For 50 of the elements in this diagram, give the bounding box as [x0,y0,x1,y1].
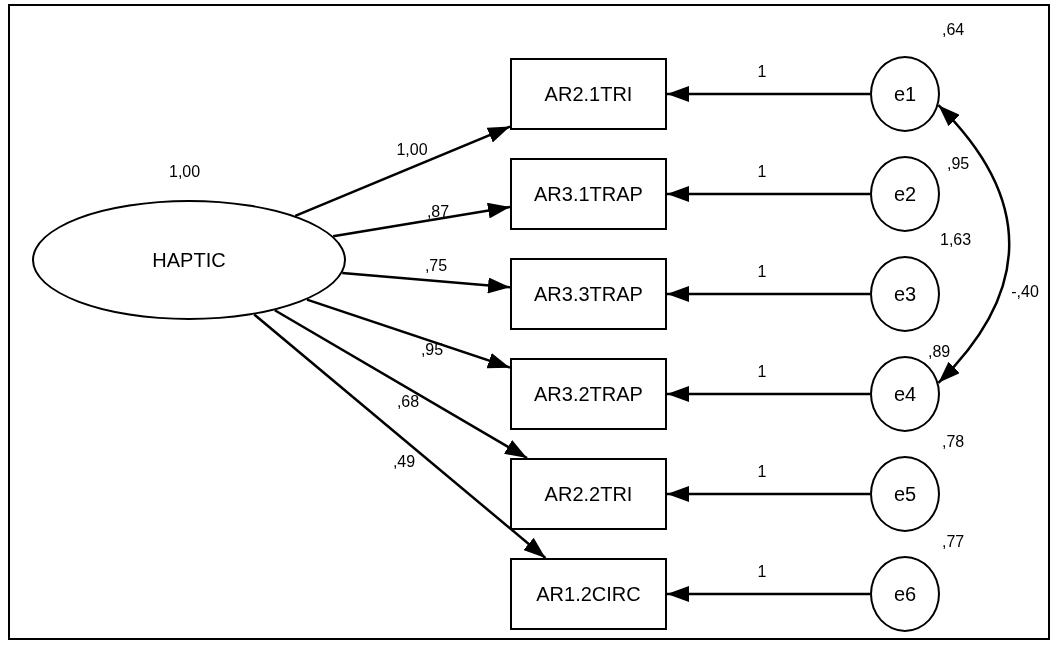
edge-label: 1 [757,164,767,180]
observed-variable-box [510,358,667,430]
node-label: e4 [893,384,917,404]
variance-label: 1,63 [940,232,972,248]
arrow [667,286,870,302]
edge-label: ,87 [426,204,450,220]
observed-variable-box [510,558,667,630]
variance-label: ,78 [942,434,965,450]
node-label: e5 [893,484,917,504]
arrow [667,586,870,602]
node-label: HAPTIC [152,250,226,270]
edge-label: -,40 [1011,284,1039,300]
arrow [667,386,870,402]
edge-label: 1 [757,464,767,480]
arrow [332,202,511,238]
arrow [667,486,870,502]
edge-label: 1 [757,264,767,280]
node-label: AR1.2CIRC [536,584,641,604]
variance-label: ,89 [928,344,951,360]
covariance-arrow [937,104,1011,384]
arrow [294,125,511,217]
observed-variable-box [510,158,667,230]
variance-label: ,95 [947,156,970,172]
variance-label: 1,00 [169,164,201,180]
node-label: e3 [893,284,917,304]
arrow [667,86,870,102]
node-label: e6 [893,584,917,604]
observed-variable-box [510,58,667,130]
edge-label: 1 [757,564,767,580]
edge-label: ,49 [392,454,416,470]
node-label: AR3.3TRAP [534,284,643,304]
node-label: e2 [893,184,917,204]
arrow [274,309,528,460]
observed-variable-box [510,258,667,330]
node-label: AR3.2TRAP [534,384,643,404]
arrow [667,186,870,202]
edge-label: 1 [757,364,767,380]
arrow [253,313,547,559]
edge-label: ,68 [396,394,420,410]
variance-label: ,64 [942,22,965,38]
edge-label: ,75 [424,258,448,274]
edge-label: 1 [757,64,767,80]
node-label: AR2.2TRI [544,484,633,504]
arrow [306,298,511,369]
node-label: e1 [893,84,917,104]
node-label: AR2.1TRI [544,84,633,104]
variance-label: ,77 [942,534,965,550]
node-label: AR3.1TRAP [534,184,643,204]
observed-variable-box [510,458,667,530]
edge-label: 1,00 [396,142,428,158]
